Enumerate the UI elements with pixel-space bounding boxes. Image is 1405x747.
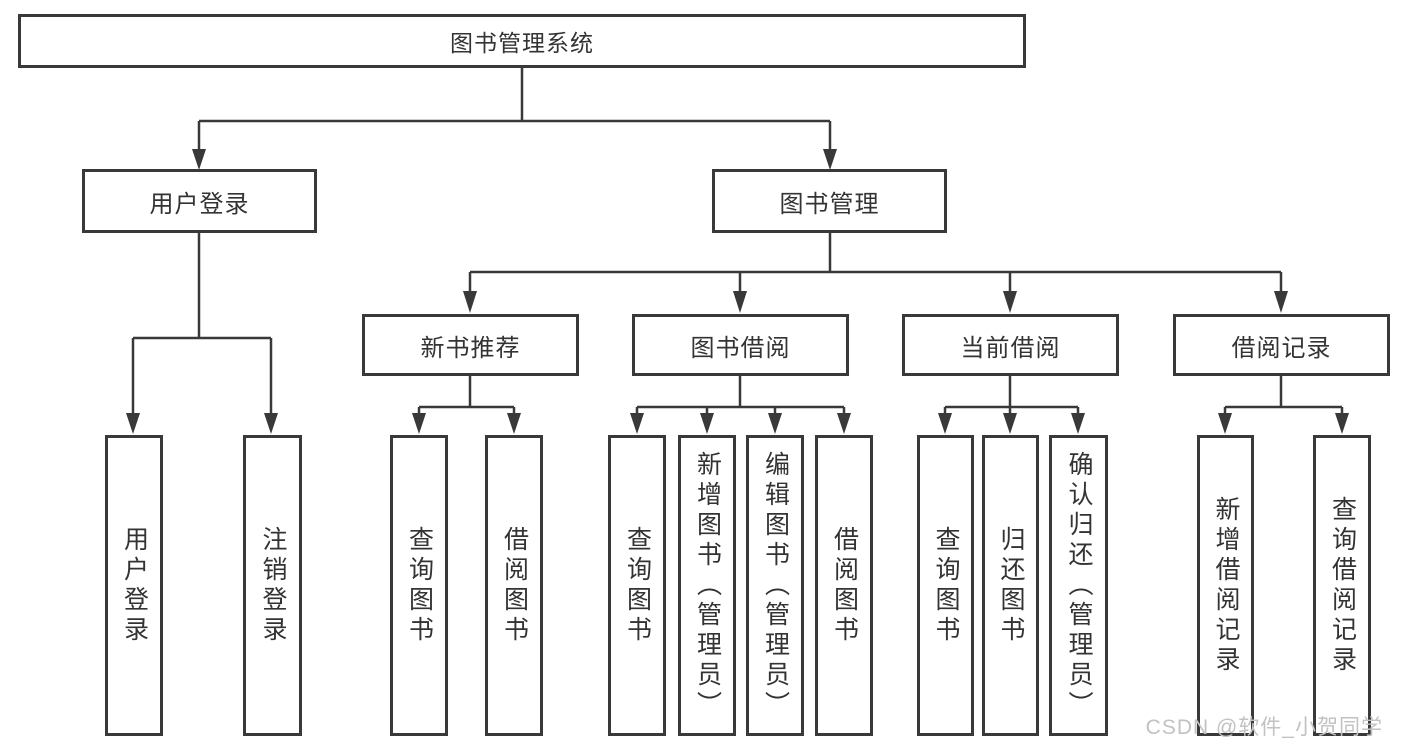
leaf-borrow-books-label: 借阅图书 bbox=[830, 525, 859, 646]
leaf-query-books-current-label: 查询图书 bbox=[932, 525, 960, 646]
leaf-borrow-books: 借阅图书 bbox=[815, 435, 873, 736]
node-new-book-recommend: 新书推荐 bbox=[362, 314, 579, 376]
leaf-query-books-recommend: 查询图书 bbox=[390, 435, 448, 736]
node-book-borrow: 图书借阅 bbox=[632, 314, 849, 376]
leaf-edit-book-admin-label: 编辑图书（管理员） bbox=[761, 450, 790, 721]
leaf-return-book: 归还图书 bbox=[982, 435, 1039, 736]
node-user-login: 用户登录 bbox=[82, 169, 317, 233]
leaf-add-book-admin-label: 新增图书（管理员） bbox=[693, 450, 722, 721]
leaf-confirm-return-admin: 确认归还（管理员） bbox=[1049, 435, 1108, 736]
leaf-add-borrow-record-label: 新增借阅记录 bbox=[1212, 495, 1240, 676]
leaf-borrow-books-recommend-label: 借阅图书 bbox=[500, 525, 529, 646]
leaf-edit-book-admin: 编辑图书（管理员） bbox=[746, 435, 804, 736]
leaf-query-books-borrow-label: 查询图书 bbox=[623, 525, 652, 646]
leaf-query-books-recommend-label: 查询图书 bbox=[405, 525, 434, 646]
leaf-confirm-return-admin-label: 确认归还（管理员） bbox=[1065, 450, 1093, 721]
leaf-add-borrow-record: 新增借阅记录 bbox=[1197, 435, 1254, 736]
node-root: 图书管理系统 bbox=[18, 14, 1026, 68]
csdn-watermark: CSDN @软件_小贺同学 bbox=[1145, 716, 1383, 739]
leaf-user-login: 用户登录 bbox=[105, 435, 163, 736]
leaf-query-books-current: 查询图书 bbox=[917, 435, 974, 736]
leaf-add-book-admin: 新增图书（管理员） bbox=[678, 435, 736, 736]
leaf-query-books-borrow: 查询图书 bbox=[608, 435, 666, 736]
leaf-user-login-label: 用户登录 bbox=[120, 525, 149, 646]
node-current-borrow: 当前借阅 bbox=[902, 314, 1119, 376]
node-borrow-records: 借阅记录 bbox=[1173, 314, 1390, 376]
node-book-management: 图书管理 bbox=[712, 169, 947, 233]
leaf-query-borrow-record: 查询借阅记录 bbox=[1313, 435, 1371, 736]
leaf-query-borrow-record-label: 查询借阅记录 bbox=[1328, 495, 1357, 676]
leaf-return-book-label: 归还图书 bbox=[997, 525, 1025, 646]
leaf-borrow-books-recommend: 借阅图书 bbox=[485, 435, 543, 736]
leaf-logout-label: 注销登录 bbox=[259, 525, 287, 646]
leaf-logout: 注销登录 bbox=[243, 435, 302, 736]
